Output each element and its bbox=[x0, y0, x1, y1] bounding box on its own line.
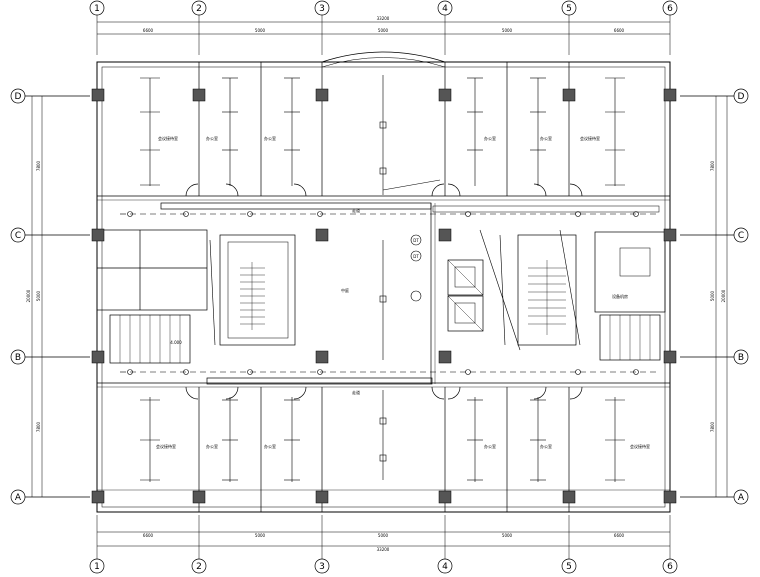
axis-B-left: B bbox=[15, 353, 21, 363]
left-dimensions: 20000 7800 5000 7800 bbox=[26, 96, 43, 497]
dim-top-span-3: 5000 bbox=[378, 28, 389, 33]
axis-B-right: B bbox=[738, 353, 744, 363]
dim-top-span-5: 6600 bbox=[614, 28, 625, 33]
axis-leaders bbox=[96, 15, 671, 559]
room-top-1: 会议接待室 bbox=[158, 135, 178, 141]
corridor-top-label: 走道 bbox=[352, 207, 360, 213]
dim-bottom-overall: 33200 bbox=[377, 547, 390, 552]
axis-D-left: D bbox=[15, 92, 22, 102]
room-top-5: 办公室 bbox=[540, 135, 552, 141]
axis-4-top: 4 bbox=[442, 4, 448, 14]
elevator-label-b: DT bbox=[413, 254, 419, 259]
dim-top-span-4: 5000 bbox=[502, 28, 513, 33]
dim-right-span-2: 5000 bbox=[710, 290, 715, 301]
dim-bottom-span-4: 5000 bbox=[502, 533, 513, 538]
dim-left-span-3: 7800 bbox=[36, 421, 41, 432]
room-bottom-3: 办公室 bbox=[264, 443, 276, 449]
room-bottom-4: 办公室 bbox=[484, 443, 496, 449]
axis-5-top: 5 bbox=[566, 4, 572, 14]
room-bottom-2: 办公室 bbox=[206, 443, 218, 449]
room-right-mid: 设备机房 bbox=[612, 293, 628, 299]
right-dimensions: 7800 5000 20000 7800 bbox=[710, 96, 728, 497]
room-top-2: 办公室 bbox=[206, 135, 218, 141]
lighting-fixtures bbox=[120, 75, 660, 482]
axis-A-right: A bbox=[738, 493, 745, 503]
row-axes-right: D C B A bbox=[680, 88, 749, 505]
elevator-label-a: DT bbox=[413, 238, 419, 243]
dim-left-overall: 20000 bbox=[26, 289, 31, 302]
structural-columns bbox=[91, 88, 677, 504]
dim-top-overall: 33200 bbox=[377, 16, 390, 21]
room-top-6: 会议接待室 bbox=[580, 135, 600, 141]
dim-right-overall: 20000 bbox=[721, 289, 726, 302]
axis-C-right: C bbox=[738, 231, 744, 241]
row-axes-left: D C B A bbox=[10, 88, 90, 505]
axis-D-right: D bbox=[738, 92, 745, 102]
top-wing-partitions bbox=[97, 62, 670, 201]
axis-6-top: 6 bbox=[667, 4, 673, 14]
top-dimensions: 33200 6600 5000 5000 5000 6600 bbox=[97, 16, 670, 35]
axis-C-left: C bbox=[15, 231, 21, 241]
column-axes-bottom: 1 2 3 4 5 6 bbox=[89, 558, 678, 574]
dim-left-span-1: 7800 bbox=[36, 160, 41, 171]
dim-top-span-2: 5000 bbox=[255, 28, 266, 33]
room-bottom-1: 会议接待室 bbox=[156, 443, 176, 449]
room-center: 中庭 bbox=[341, 287, 349, 293]
column-axes-top: 1 2 3 4 5 6 bbox=[89, 0, 678, 16]
dim-bottom-span-2: 5000 bbox=[255, 533, 266, 538]
room-bottom-5: 办公室 bbox=[540, 443, 552, 449]
dim-top-span-1: 6600 bbox=[143, 28, 154, 33]
axis-1-top: 1 bbox=[94, 4, 100, 14]
dim-bottom-span-1: 6600 bbox=[143, 533, 154, 538]
bottom-dimensions: 6600 5000 5000 5000 6600 33200 bbox=[97, 531, 670, 552]
corridor-bottom-label: 走道 bbox=[352, 389, 360, 395]
dim-bottom-span-3: 5000 bbox=[378, 533, 389, 538]
axis-3-top: 3 bbox=[319, 4, 325, 14]
axis-2-top: 2 bbox=[196, 4, 202, 14]
room-top-3: 办公室 bbox=[264, 135, 276, 141]
axis-5-bottom: 5 bbox=[566, 562, 572, 572]
dim-bottom-span-5: 6600 bbox=[614, 533, 625, 538]
axis-4-bottom: 4 bbox=[442, 562, 448, 572]
dim-left-span-2: 5000 bbox=[36, 290, 41, 301]
dim-right-span-1: 7800 bbox=[710, 160, 715, 171]
outer-walls bbox=[96, 51, 671, 513]
room-labels: 会议接待室 办公室 办公室 办公室 办公室 会议接待室 会议接待室 办公室 办公… bbox=[156, 135, 650, 449]
middle-zone bbox=[96, 202, 666, 385]
room-top-4: 办公室 bbox=[484, 135, 496, 141]
axis-1-bottom: 1 bbox=[94, 562, 100, 572]
axis-6-bottom: 6 bbox=[667, 562, 673, 572]
axis-A-left: A bbox=[15, 493, 22, 503]
axis-2-bottom: 2 bbox=[196, 562, 202, 572]
dim-right-span-3: 7800 bbox=[710, 421, 715, 432]
bottom-wing-partitions bbox=[97, 382, 670, 512]
axis-3-bottom: 3 bbox=[319, 562, 325, 572]
level-mark: 4.000 bbox=[170, 340, 182, 345]
room-bottom-6: 会议接待室 bbox=[630, 443, 650, 449]
